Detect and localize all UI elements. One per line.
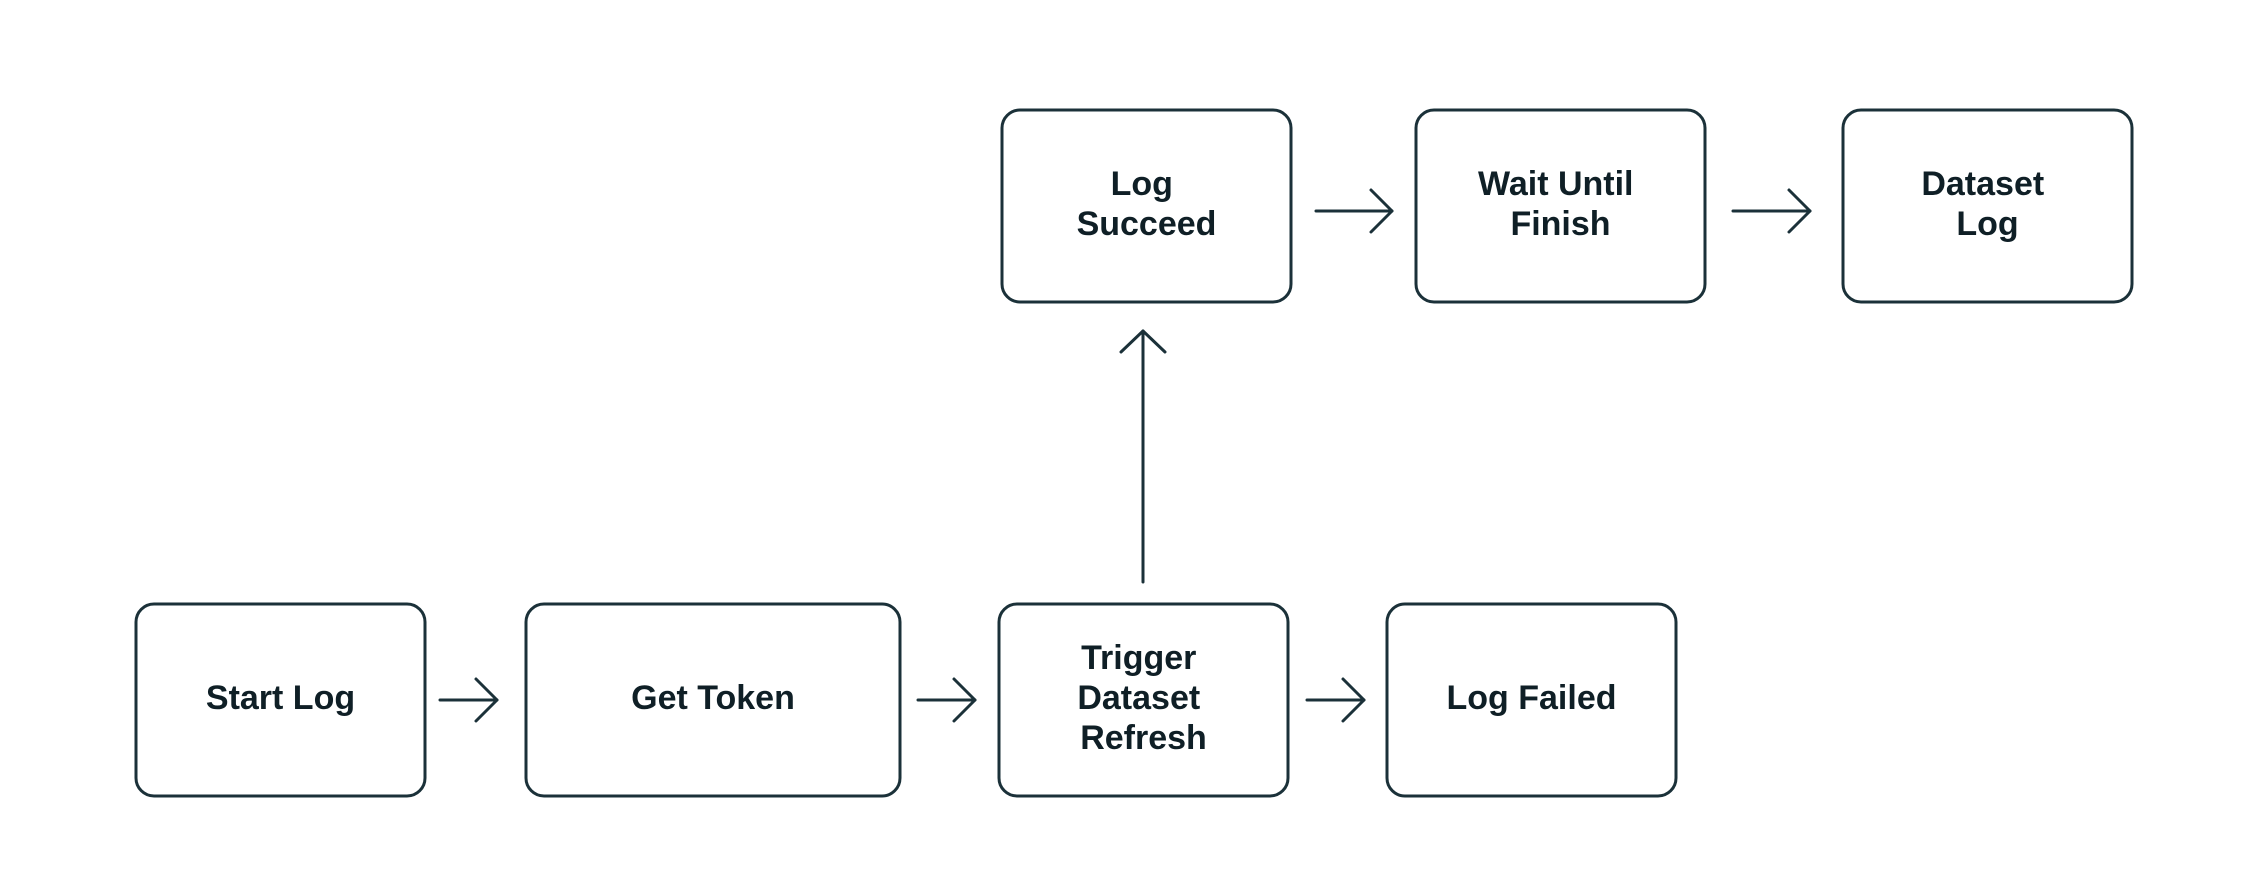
- node-log-failed-label: Log Failed: [1447, 679, 1617, 717]
- svg-text:Start Log: Start Log: [206, 679, 355, 717]
- svg-text:Dataset Log: Dataset Log: [1921, 165, 2053, 243]
- arrow-start-log-to-get-token: [438, 677, 499, 723]
- svg-text:Log Succeed: Log Succeed: [1077, 165, 1217, 243]
- node-wait-until-finish: Wait Until Finish: [1414, 108, 1707, 304]
- node-log-succeed: Log Succeed: [1000, 108, 1293, 304]
- node-trigger-label-line-2: Dataset: [1077, 679, 1200, 717]
- node-dataset-log: Dataset Log: [1841, 108, 2134, 304]
- svg-text:Log Failed: Log Failed: [1447, 679, 1617, 717]
- node-dataset-log-label-line-2: Log: [1956, 205, 2018, 243]
- node-log-succeed-label-line-2: Succeed: [1077, 205, 1217, 243]
- node-trigger-label-line-1: Trigger: [1081, 639, 1196, 677]
- node-get-token: Get Token: [524, 602, 902, 798]
- arrow-log-succeed-to-wait: [1314, 188, 1394, 234]
- node-get-token-label: Get Token: [631, 679, 795, 717]
- node-trigger-dataset-refresh: Trigger Dataset Refresh: [997, 602, 1290, 798]
- node-start-log-label: Start Log: [206, 679, 355, 717]
- svg-text:Wait Until Finish: Wait Until Finish: [1478, 165, 1643, 243]
- node-start-log: Start Log: [134, 602, 427, 798]
- svg-text:Trigger Dataset Re: Trigger Dataset Refresh: [1077, 639, 1209, 757]
- node-wait-label-line-2: Finish: [1510, 205, 1610, 243]
- node-wait-label-line-1: Wait Until: [1478, 165, 1634, 203]
- node-log-failed: Log Failed: [1385, 602, 1678, 798]
- node-dataset-log-label-line-1: Dataset: [1921, 165, 2044, 203]
- node-trigger-label-line-3: Refresh: [1080, 719, 1207, 757]
- arrow-get-token-to-trigger: [916, 677, 977, 723]
- svg-text:Get Token: Get Token: [631, 679, 795, 717]
- node-log-succeed-label-line-1: Log: [1111, 165, 1173, 203]
- arrow-trigger-to-log-succeed: [1119, 329, 1167, 584]
- arrow-trigger-to-log-failed: [1305, 677, 1366, 723]
- arrow-wait-to-dataset-log: [1731, 188, 1812, 234]
